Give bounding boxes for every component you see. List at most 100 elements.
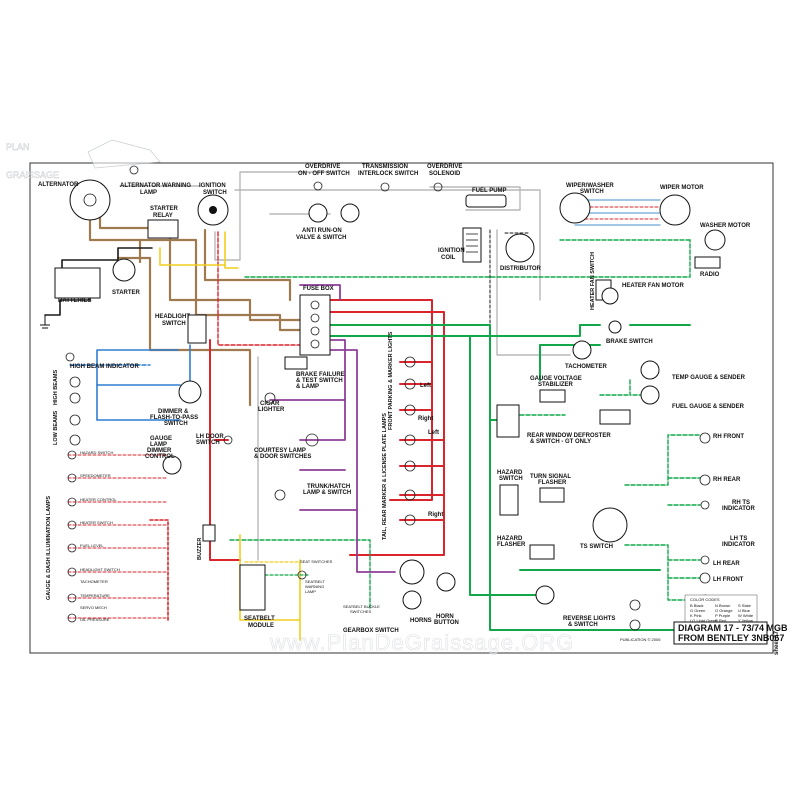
color-code-item: P Purple [715,613,731,618]
brake-failure-switch: BRAKE FAILURE & TEST SWITCH & LAMP [284,356,345,390]
svg-text:LAMP: LAMP [140,190,157,196]
svg-text:HIGH BEAMS: HIGH BEAMS [53,370,59,405]
svg-text:FUSE BOX: FUSE BOX [303,286,334,292]
svg-text:REVERSE LIGHTS: REVERSE LIGHTS [563,616,615,622]
color-code-item: K Pink [690,613,702,618]
svg-text:FLASH-TO-PASS: FLASH-TO-PASS [150,415,198,421]
svg-text:GAUGE: GAUGE [150,436,172,442]
svg-text:LAMP: LAMP [150,442,167,448]
publisher-credit: PUBLICATION © 2005 [620,637,661,642]
svg-text:& SWITCH: & SWITCH [568,622,598,628]
sheet-label: sheet 17 [774,630,780,655]
svg-text:WASHER MOTOR: WASHER MOTOR [700,223,751,229]
svg-text:TS SWITCH: TS SWITCH [580,544,613,550]
svg-text:Left: Left [420,383,431,389]
svg-text:SWITCH: SWITCH [164,421,188,427]
svg-text:Right: Right [428,512,443,518]
svg-text:CONTROL: CONTROL [145,454,175,460]
gauge-lamp-list: HAZARD SWITCH SPEEDOMETER HEATER CONTROL… [80,450,120,622]
svg-text:RH FRONT: RH FRONT [713,434,744,440]
headlight-switch: HEADLIGHT SWITCH [155,314,207,344]
svg-text:COIL: COIL [441,255,456,261]
svg-text:OVERDRIVE: OVERDRIVE [305,164,340,170]
svg-text:& DOOR SWITCHES: & DOOR SWITCHES [254,454,311,460]
wires [44,171,701,641]
tachometer: TACHOMETER [565,340,608,370]
svg-text:& SWITCH - GT ONLY: & SWITCH - GT ONLY [530,439,591,445]
tail-marker-lamps: Left Right TAIL, REAR MARKER & LICENSE P… [382,413,443,540]
svg-text:INDICATOR: INDICATOR [722,542,755,548]
svg-text:SWITCH: SWITCH [580,189,604,195]
svg-text:REAR WINDOW DEFROSTER: REAR WINDOW DEFROSTER [527,433,611,439]
svg-text:DIMMER: DIMMER [147,448,172,454]
hazard-flasher: HAZARD FLASHER [497,536,555,560]
fuel-pump: FUEL PUMP [465,188,507,208]
svg-text:LH REAR: LH REAR [713,561,740,567]
color-code-item: U Blue [738,608,751,613]
gearbox-switch: GEARBOX SWITCH [343,628,399,634]
transmission-interlock-switch: TRANSMISSION INTERLOCK SWITCH [358,164,418,192]
voltage-stabilizer: GAUGE VOLTAGE STABILIZER [530,376,582,403]
svg-text:GAUGE VOLTAGE: GAUGE VOLTAGE [530,376,582,382]
svg-text:FLASHER: FLASHER [497,542,526,548]
svg-text:WARNING: WARNING [305,584,324,589]
svg-text:Right: Right [418,416,433,422]
svg-text:VALVE & SWITCH: VALVE & SWITCH [296,235,346,241]
svg-text:SWITCH: SWITCH [196,440,220,446]
cigar-lighter: CIGAR LIGHTER [258,392,285,413]
svg-text:COURTESY LAMP: COURTESY LAMP [254,448,306,454]
ignition-coil: IGNITION COIL [438,227,482,263]
svg-text:INTERLOCK SWITCH: INTERLOCK SWITCH [358,171,418,177]
brake-switch: BRAKE SWITCH [606,320,653,345]
seatbelt-module: SEATBELT MODULE [239,564,275,629]
svg-text:BATTERIES: BATTERIES [58,298,92,304]
alternator-label: ALTERNATOR [38,182,79,188]
svg-text:ANTI RUN-ON: ANTI RUN-ON [302,228,342,234]
svg-text:INDICATOR: INDICATOR [722,506,755,512]
svg-text:LH FRONT: LH FRONT [713,577,744,583]
color-code-item: S Slate [738,603,752,608]
svg-text:PLAN: PLAN [6,142,30,152]
color-code-item: O Orange [715,608,733,613]
gauge-lamp-label: HEATER SWITCH [80,520,113,525]
svg-text:& LAMP: & LAMP [296,384,319,390]
svg-text:LH DOOR: LH DOOR [196,434,224,440]
svg-text:RH REAR: RH REAR [713,477,741,483]
svg-text:WIPER MOTOR: WIPER MOTOR [660,185,704,191]
gauge-lamp-label: OIL PRESSURE [80,617,110,622]
svg-text:TEMP GAUGE & SENDER: TEMP GAUGE & SENDER [672,375,746,381]
svg-text:RH TS: RH TS [732,500,750,506]
washer-motor: WASHER MOTOR [700,223,751,251]
svg-text:CIGAR: CIGAR [260,401,280,407]
reverse-lights: REVERSE LIGHTS & SWITCH [535,585,641,631]
svg-text:GRAISSAGE: GRAISSAGE [6,170,59,180]
watermark: www.PlanDeGraissage.ORG [269,630,574,655]
gauge-dash-lamps: GAUGE & DASH ILLUMINATION LAMPS HAZARD S… [46,450,120,623]
wiper-motor: WIPER MOTOR [659,185,704,226]
turn-signal-lamps: RH FRONT RH REAR RH TS INDICATOR LH TS I… [699,432,755,606]
svg-text:SOLENOID: SOLENOID [429,171,461,177]
svg-text:IGNITION: IGNITION [199,183,226,189]
svg-text:FLASHER: FLASHER [538,480,567,486]
ignition-switch: IGNITION SWITCH [197,183,229,226]
gauge-lamp-label: HEATER CONTROL [80,497,117,502]
svg-text:LIGHTER: LIGHTER [258,407,285,413]
color-code-item: Y Yellow [738,618,753,623]
svg-text:FUEL PUMP: FUEL PUMP [472,188,507,194]
lh-door-switch: LH DOOR SWITCH [196,434,233,446]
svg-text:HEADLIGHT: HEADLIGHT [155,314,190,320]
svg-text:Left: Left [428,430,439,436]
svg-text:FUEL GAUGE & SENDER: FUEL GAUGE & SENDER [672,404,745,410]
svg-text:SWITCH: SWITCH [162,321,186,327]
svg-text:LH TS: LH TS [730,536,747,542]
alternator: ALTERNATOR [38,179,111,221]
svg-text:HEATER FAN SWITCH: HEATER FAN SWITCH [590,252,596,310]
gauge-lamp-label: HEADLIGHT SWITCH [80,567,120,572]
distributor: DISTRIBUTOR [500,233,542,272]
gauge-lamp-label: HAZARD SWITCH [80,450,113,455]
svg-text:BRAKE SWITCH: BRAKE SWITCH [606,339,653,345]
site-logo: PLAN GRAISSAGE [6,139,161,180]
starter-motor: STARTER [112,258,141,296]
buzzer: BUZZER [197,524,216,560]
